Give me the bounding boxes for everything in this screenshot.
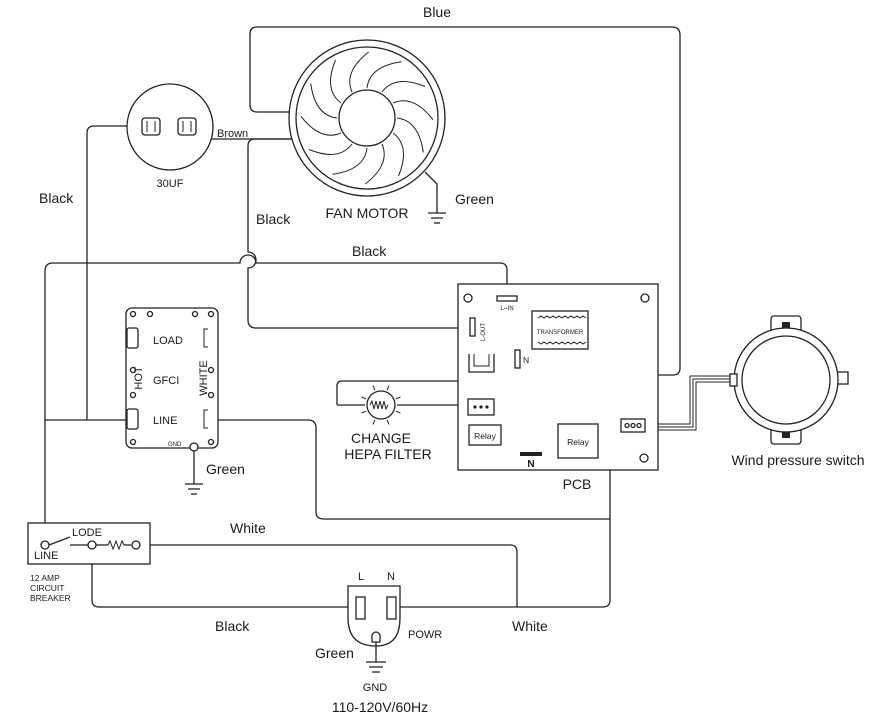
capacitor-label: 30UF: [157, 178, 184, 190]
gfci-load-label: LOAD: [153, 335, 183, 347]
fan-blade: [381, 81, 426, 93]
power-plug: L N POWR GND 110-120V/60Hz: [332, 571, 442, 715]
wire-label-white-top: White: [230, 520, 266, 536]
hepa-ray: [361, 396, 367, 400]
fan-blade: [396, 117, 424, 153]
pressure-switch-label: Wind pressure switch: [731, 452, 864, 468]
wire-label-brown: Brown: [217, 128, 248, 140]
gfci-white-label: WHITE: [198, 360, 210, 395]
gfci-dot: [129, 438, 137, 446]
hepa-ray: [361, 410, 367, 414]
hepa-ray: [395, 396, 401, 400]
fan-blades: [300, 51, 434, 185]
gfci-dot: [129, 310, 137, 318]
pcb-relay-big-label: Relay: [567, 437, 589, 447]
hepa-ray: [395, 410, 401, 414]
wire-black-breaker-to-plug: [91, 545, 356, 608]
gfci-dot: [146, 310, 154, 318]
wire-pressure-switch: [645, 375, 734, 431]
wire-label-green-gfci: Green: [206, 461, 245, 477]
fan-blade: [392, 132, 404, 177]
breaker-line-label: LINE: [34, 550, 58, 562]
fan-blade: [330, 59, 342, 104]
pcb-board: L--IN L-OUT TRANSFORMER N Relay Relay N …: [457, 283, 659, 492]
gfci-outlet: LOAD GFCI LINE HOT WHITE GND: [125, 307, 219, 495]
hepa-line1: CHANGE: [351, 430, 411, 446]
fan-blade: [332, 147, 368, 175]
fan-motor-label: FAN MOTOR: [326, 205, 409, 221]
pcb-n-big-label: N: [527, 459, 534, 470]
fan-blade: [349, 51, 370, 93]
fan-blade: [392, 100, 434, 121]
supply-voltage-label: 110-120V/60Hz: [332, 699, 428, 715]
pcb-n-small-label: N: [523, 355, 529, 365]
wire-black-capacitor-to-gfci: [86, 125, 130, 420]
breaker-caption-2: CIRCUIT: [30, 583, 64, 593]
hepa-indicator-rays: [361, 385, 401, 425]
wire-label-black-inner: Black: [256, 211, 291, 227]
hepa-ray: [372, 385, 376, 391]
hepa-ray: [386, 385, 390, 391]
fan-blade: [300, 115, 342, 136]
gfci-dot: [207, 366, 215, 374]
wire-label-green-plug: Green: [315, 645, 354, 661]
pcb-label: PCB: [563, 476, 592, 492]
fan-blade: [366, 61, 402, 89]
hepa-ray: [386, 419, 390, 425]
breaker-lode-label: LODE: [72, 527, 102, 539]
wire-label-black-left: Black: [39, 190, 74, 206]
gfci-gnd-label: GND: [168, 442, 182, 448]
wire-label-blue: Blue: [423, 4, 451, 20]
wire-label-black-top: Black: [352, 243, 387, 259]
gfci-hot-label: HOT: [133, 366, 145, 390]
fan-motor: FAN MOTOR: [288, 39, 446, 224]
gfci-border-dots: [129, 310, 215, 446]
fan-blade: [364, 143, 385, 185]
capacitor: 30UF: [126, 83, 214, 190]
gfci-dot: [129, 391, 137, 399]
fan-blade: [308, 143, 353, 155]
gfci-dot: [129, 366, 137, 374]
wire-pcb-n-drop: [395, 470, 611, 608]
plug-l-label: L: [358, 571, 364, 583]
plug-n-label: N: [387, 571, 395, 583]
fan-blade: [310, 83, 338, 119]
gfci-dot: [207, 438, 215, 446]
breaker-caption-1: 12 AMP: [30, 573, 60, 583]
breaker-caption-3: BREAKER: [30, 593, 71, 603]
gfci-dot: [207, 310, 215, 318]
gfci-dot: [191, 310, 199, 318]
gfci-label: GFCI: [153, 375, 179, 387]
plug-gnd-label: GND: [363, 682, 388, 694]
gfci-line-label: LINE: [153, 415, 177, 427]
wire-gfci-line-feed: [45, 419, 610, 520]
wire-black-breaker-to-lin: [44, 254, 508, 527]
hepa-filter-indicator: CHANGE HEPA FILTER: [344, 385, 432, 462]
pcb-lin-label: L--IN: [500, 306, 513, 312]
circuit-breaker: LODE LINE 12 AMP CIRCUIT BREAKER: [27, 522, 151, 603]
wire-label-white-bottom: White: [512, 618, 548, 634]
pcb-transformer-label: TRANSFORMER: [537, 330, 584, 336]
pcb-lout-label: L-OUT: [481, 323, 487, 341]
plug-powr-label: POWR: [408, 629, 442, 641]
gfci-dot: [207, 391, 215, 399]
pcb-relay-small-label: Relay: [474, 431, 496, 441]
wind-pressure-switch: Wind pressure switch: [729, 315, 865, 468]
hepa-ray: [372, 419, 376, 425]
hepa-line2: HEPA FILTER: [344, 446, 431, 462]
wire-white-breaker: [136, 544, 518, 607]
wire-label-green-fan: Green: [455, 191, 494, 207]
wire-label-black-bottom: Black: [215, 618, 250, 634]
